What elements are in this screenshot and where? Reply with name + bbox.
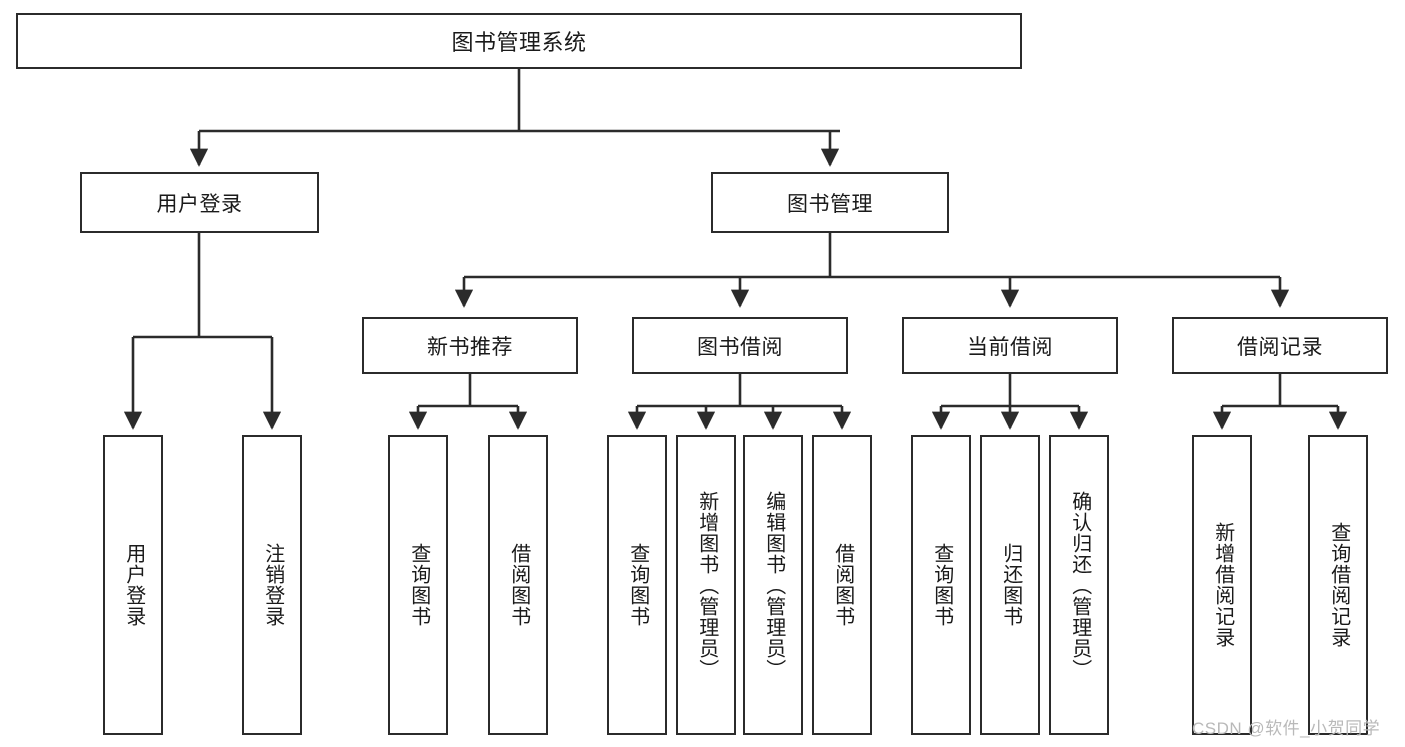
leaf-label: 新增借阅记录 xyxy=(1211,522,1234,648)
node-label: 用户登录 xyxy=(156,192,243,216)
leaf-label: 确认归还（管理员） xyxy=(1068,490,1091,680)
leaf-user-login-login[interactable]: 用户登录 xyxy=(103,435,163,735)
leaf-label: 新增图书（管理员） xyxy=(695,490,718,680)
node-user-login[interactable]: 用户登录 xyxy=(80,172,319,233)
node-book-management[interactable]: 图书管理 xyxy=(711,172,949,233)
leaf-book-borrow-edit[interactable]: 编辑图书（管理员） xyxy=(743,435,803,735)
leaf-new-book-query[interactable]: 查询图书 xyxy=(388,435,448,735)
leaf-label: 查询借阅记录 xyxy=(1327,522,1350,648)
leaf-book-borrow-borrow[interactable]: 借阅图书 xyxy=(812,435,872,735)
node-label: 当前借阅 xyxy=(967,335,1053,359)
leaf-label: 编辑图书（管理员） xyxy=(762,490,785,680)
leaf-label: 归还图书 xyxy=(999,543,1022,627)
node-borrow-record[interactable]: 借阅记录 xyxy=(1172,317,1388,374)
node-label: 图书管理 xyxy=(787,192,873,216)
node-root-system[interactable]: 图书管理系统 xyxy=(16,13,1022,69)
leaf-new-book-borrow[interactable]: 借阅图书 xyxy=(488,435,548,735)
node-label: 借阅记录 xyxy=(1237,335,1323,359)
leaf-label: 查询图书 xyxy=(407,543,430,627)
leaf-book-borrow-add[interactable]: 新增图书（管理员） xyxy=(676,435,736,735)
node-label: 图书借阅 xyxy=(697,335,783,359)
leaf-label: 用户登录 xyxy=(122,543,145,627)
leaf-label: 借阅图书 xyxy=(831,543,854,627)
node-label: 图书管理系统 xyxy=(451,30,587,55)
leaf-label: 查询图书 xyxy=(626,543,649,627)
node-current-borrow[interactable]: 当前借阅 xyxy=(902,317,1118,374)
node-book-borrow[interactable]: 图书借阅 xyxy=(632,317,848,374)
leaf-current-borrow-confirm[interactable]: 确认归还（管理员） xyxy=(1049,435,1109,735)
leaf-label: 借阅图书 xyxy=(507,543,530,627)
leaf-current-borrow-query[interactable]: 查询图书 xyxy=(911,435,971,735)
leaf-book-borrow-query[interactable]: 查询图书 xyxy=(607,435,667,735)
node-new-book-recommend[interactable]: 新书推荐 xyxy=(362,317,578,374)
leaf-user-login-logout[interactable]: 注销登录 xyxy=(242,435,302,735)
leaf-current-borrow-return[interactable]: 归还图书 xyxy=(980,435,1040,735)
leaf-borrow-record-query[interactable]: 查询借阅记录 xyxy=(1308,435,1368,735)
watermark-text: CSDN @软件_小贺同学 xyxy=(1192,719,1381,738)
leaf-borrow-record-add[interactable]: 新增借阅记录 xyxy=(1192,435,1252,735)
node-label: 新书推荐 xyxy=(427,335,513,359)
leaf-label: 注销登录 xyxy=(261,543,284,627)
leaf-label: 查询图书 xyxy=(930,543,953,627)
